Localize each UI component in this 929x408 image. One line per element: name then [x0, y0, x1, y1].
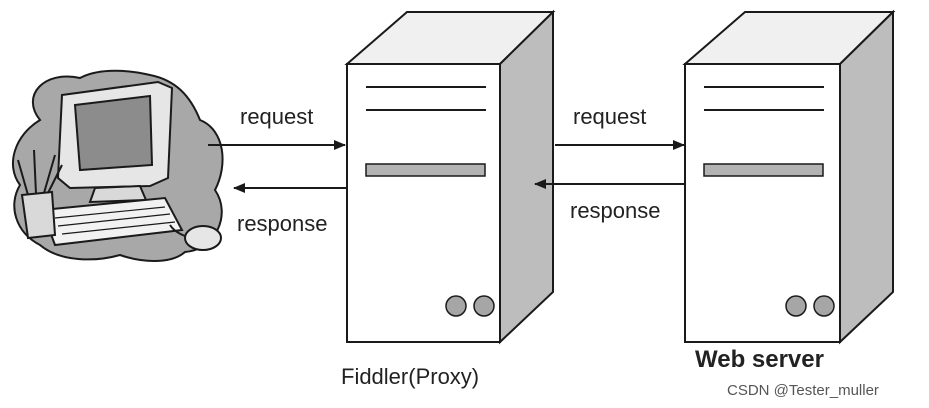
proxy-server-button-1 — [445, 295, 467, 317]
edge-label-response-2: response — [570, 198, 661, 223]
mouse — [184, 225, 222, 251]
web-server-button-1 — [785, 295, 807, 317]
edge-label-response-1: response — [237, 211, 328, 236]
keyboard-keys — [54, 206, 176, 235]
edge-label-request-2: request — [573, 104, 646, 129]
mouse-cable — [169, 224, 186, 237]
proxy-server-button-2 — [473, 295, 495, 317]
client-computer-icon — [11, 69, 224, 262]
monitor-screen — [73, 94, 154, 172]
pencils — [17, 149, 63, 196]
web-server-button-2 — [813, 295, 835, 317]
web-server-drive-bar — [703, 163, 824, 177]
proxy-caption: Fiddler(Proxy) — [341, 364, 479, 389]
monitor-stand — [88, 184, 148, 204]
web-server-icon — [682, 9, 896, 345]
proxy-server-side — [499, 9, 554, 345]
watermark: CSDN @Tester_muller — [727, 382, 879, 399]
web-server-caption: Web server — [695, 346, 824, 373]
edge-label-request-1: request — [240, 104, 313, 129]
proxy-server-drive-bar — [365, 163, 486, 177]
pencil-cup — [20, 190, 57, 240]
proxy-server-icon — [344, 9, 556, 345]
web-server-side — [839, 9, 894, 345]
